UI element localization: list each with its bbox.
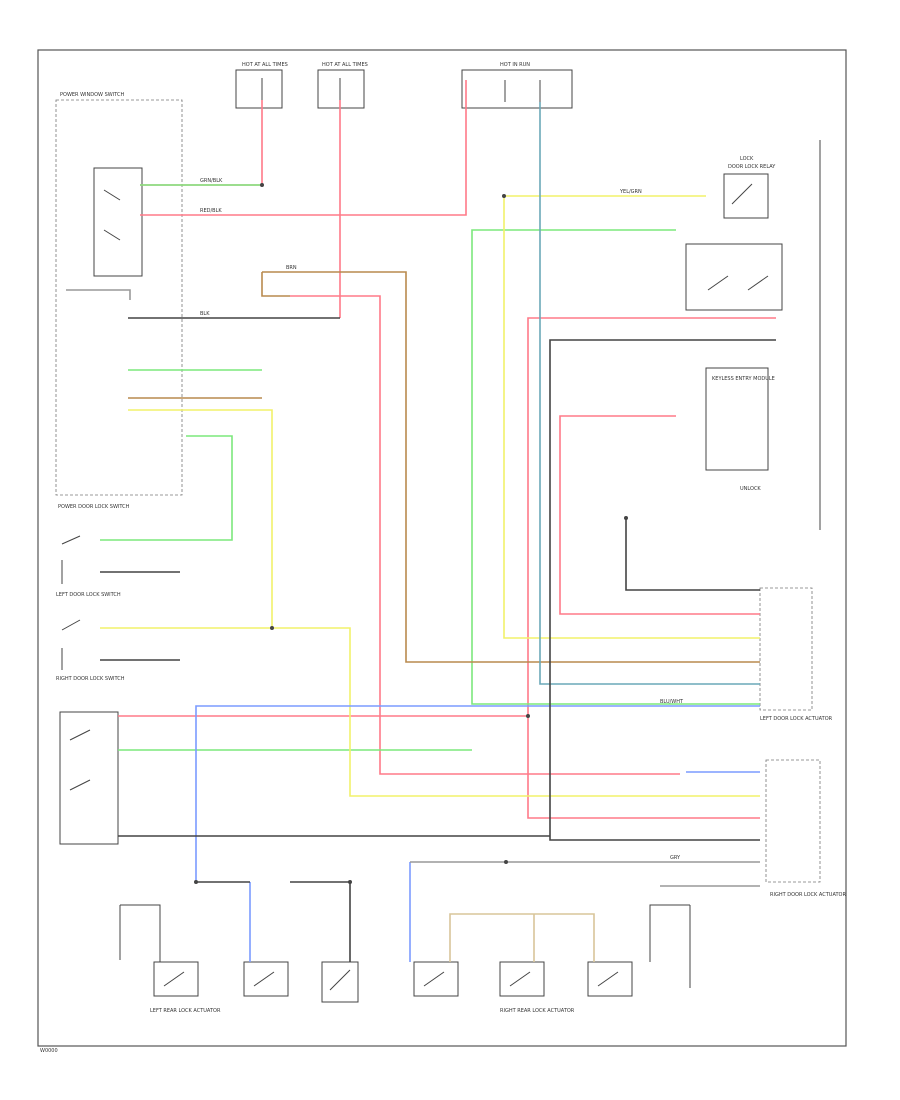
wire-green-2	[471, 229, 760, 705]
wire-yellow-3	[272, 627, 760, 797]
fuse-box-right: HOT IN RUN	[461, 62, 573, 109]
door-lock-relay: DOOR LOCK RELAY	[723, 164, 776, 219]
power-window-switch-label: POWER WINDOW SWITCH	[60, 92, 124, 98]
wire-red-3	[140, 80, 467, 216]
wire-label-gry: GRY	[670, 855, 681, 861]
keyless-entry-module: KEYLESS ENTRY MODULE	[705, 367, 775, 471]
wire-black-5	[100, 571, 180, 661]
right-rear-lock-actuator-label: RIGHT REAR LOCK ACTUATOR	[500, 1008, 575, 1014]
wire-teal-1	[539, 102, 760, 685]
power-door-lock-switch-label: POWER DOOR LOCK SWITCH	[58, 504, 130, 510]
power-window-master-switch	[59, 711, 119, 845]
wire-black-2	[549, 339, 776, 841]
hot-in-run-label: HOT IN RUN	[500, 62, 530, 68]
left-door-lock-switch: LEFT DOOR LOCK SWITCH	[56, 535, 121, 598]
actuator-1	[153, 961, 199, 997]
bottom-actuators: LEFT REAR LOCK ACTUATOR RIGHT REAR LOCK …	[119, 904, 691, 1014]
actuator-4	[413, 961, 459, 997]
left-rear-lock-actuator-label: LEFT REAR LOCK ACTUATOR	[150, 1008, 221, 1014]
fuse-box-center: HOT AT ALL TIMES	[317, 62, 368, 109]
wire-red-5	[559, 415, 760, 615]
right-door-lock-actuator: RIGHT DOOR LOCK ACTUATOR	[765, 759, 846, 898]
wire-gray-3	[66, 289, 131, 300]
hot-at-all-times-label-2: HOT AT ALL TIMES	[322, 62, 368, 68]
left-door-lock-actuator: LEFT DOOR LOCK ACTUATOR	[759, 587, 833, 722]
left-door-lock-actuator-label: LEFT DOOR LOCK ACTUATOR	[760, 716, 833, 722]
wire-brown-2	[261, 272, 290, 297]
wire-tan-1	[449, 913, 595, 962]
wire-yellow-2	[100, 409, 273, 629]
actuator-6	[587, 961, 633, 997]
right-door-lock-switch-label: RIGHT DOOR LOCK SWITCH	[56, 676, 125, 682]
wire-blue-1	[195, 705, 760, 882]
wire-yellow-1	[503, 195, 760, 639]
door-lock-relay-label: DOOR LOCK RELAY	[728, 164, 776, 170]
keyless-entry-module-label: KEYLESS ENTRY MODULE	[712, 376, 775, 382]
wire-label-brn: BRN	[286, 265, 297, 271]
left-switch-module: POWER WINDOW SWITCH POWER DOOR LOCK SWIT…	[55, 92, 183, 510]
wire-brown-1	[262, 271, 760, 663]
key-cylinder-switch	[685, 243, 783, 311]
wire-label-grn-blk: GRN/BLK	[200, 178, 223, 184]
lock-label: LOCK	[740, 156, 754, 162]
figure-code: W0000	[40, 1048, 58, 1054]
wire-red-4	[527, 317, 776, 819]
actuator-5	[499, 961, 545, 997]
wire-label-red-blk: RED/BLK	[200, 208, 222, 214]
right-door-lock-switch: RIGHT DOOR LOCK SWITCH	[56, 619, 125, 682]
wire-black-6	[196, 881, 351, 962]
wire-black-4	[625, 518, 760, 591]
wire-label-yel-grn: YEL/GRN	[619, 189, 642, 195]
diagram-frame	[37, 49, 847, 1047]
wire-green-3	[100, 435, 233, 541]
wire-red-1	[140, 100, 263, 186]
fuse-box-left: HOT AT ALL TIMES	[235, 62, 288, 109]
wire-labels: GRN/BLK RED/BLK YEL/GRN BRN BLU/WHT BLK …	[200, 156, 761, 861]
wire-label-blk: BLK	[200, 311, 210, 317]
hot-at-all-times-label-1: HOT AT ALL TIMES	[242, 62, 288, 68]
power-door-lock-switch-box	[93, 167, 143, 277]
right-door-lock-actuator-label: RIGHT DOOR LOCK ACTUATOR	[770, 892, 846, 898]
actuator-3	[321, 961, 359, 1003]
wire-label-blu-wht: BLU/WHT	[660, 699, 684, 705]
splice-points	[194, 183, 628, 884]
wire-red-7	[290, 295, 680, 775]
unlock-label: UNLOCK	[740, 486, 761, 492]
wires	[66, 80, 776, 962]
left-door-lock-switch-label: LEFT DOOR LOCK SWITCH	[56, 592, 121, 598]
actuator-2	[243, 961, 289, 997]
